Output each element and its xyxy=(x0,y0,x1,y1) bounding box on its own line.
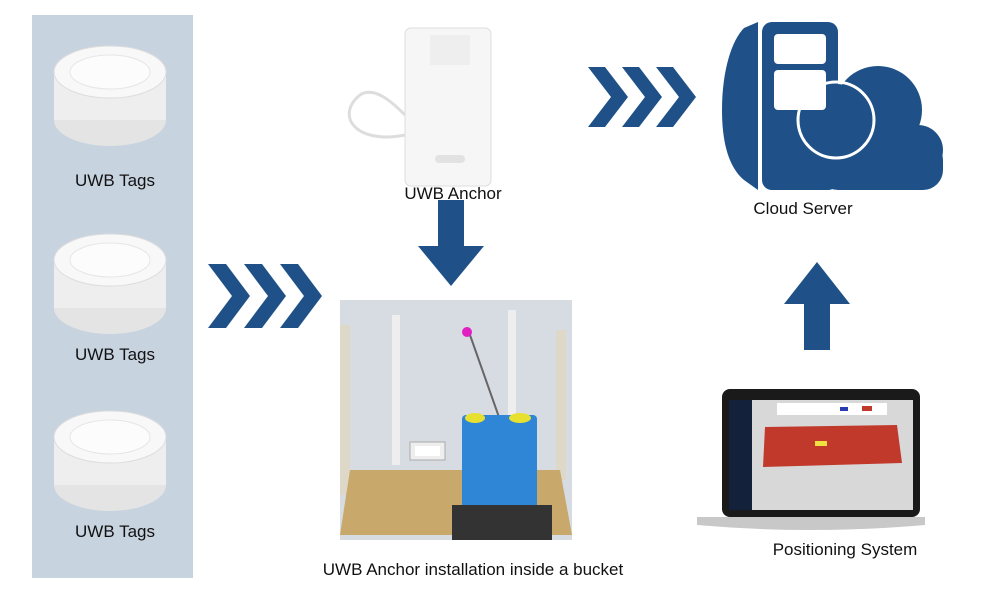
chevrons-right-icon xyxy=(588,67,696,127)
bucket-installation-photo xyxy=(340,300,572,540)
uwb-tag-image xyxy=(53,45,167,146)
tag-label: UWB Tags xyxy=(75,522,155,541)
installation-caption: UWB Anchor installation inside a bucket xyxy=(322,560,624,579)
uwb-tag-image xyxy=(53,410,167,511)
cloud-server-icon xyxy=(722,22,943,190)
uwb-anchor-image xyxy=(347,27,492,187)
arrow-up-icon xyxy=(784,262,850,350)
tag-label: UWB Tags xyxy=(75,171,155,190)
cloud-server-label: Cloud Server xyxy=(753,199,853,218)
positioning-laptop-image xyxy=(697,389,925,530)
anchor-label: UWB Anchor xyxy=(404,184,502,203)
tag-label: UWB Tags xyxy=(75,345,155,364)
chevrons-right-icon xyxy=(208,264,322,328)
positioning-system-label: Positioning System xyxy=(772,540,918,559)
arrow-down-icon xyxy=(418,200,484,286)
uwb-tag-image xyxy=(53,233,167,334)
